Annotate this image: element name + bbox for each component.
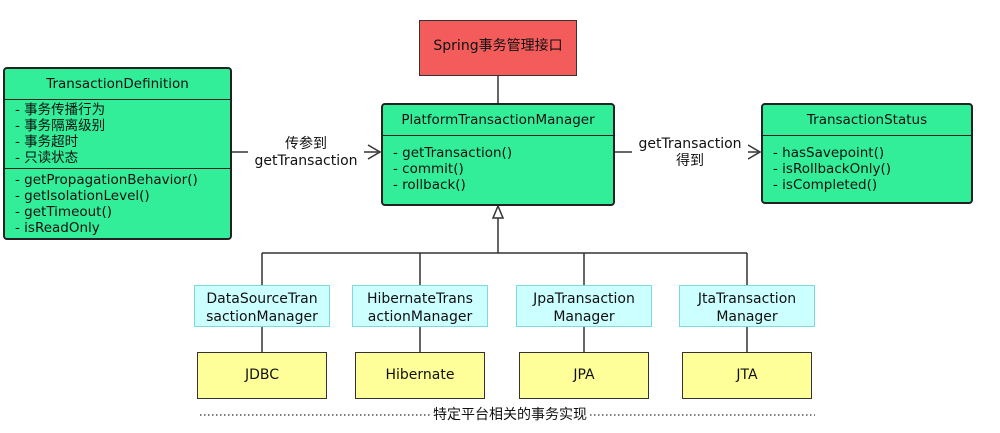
status-method: - isCompleted(): [773, 177, 878, 193]
transaction-status-title: TransactionStatus: [763, 105, 971, 136]
transaction-definition-title: TransactionDefinition: [5, 69, 230, 100]
impl-class-line1: DataSourceTran: [206, 291, 318, 307]
impl-class-line2: actionManager: [367, 309, 473, 325]
tech-box-jdbc: JDBC: [197, 352, 327, 399]
impl-class-line1: JtaTransaction: [697, 291, 797, 307]
definition-attribute: - 只读状态: [15, 150, 79, 166]
arrowhead-manager-to-status: [747, 144, 762, 160]
impl-class-jpa: JpaTransaction Manager: [516, 285, 652, 327]
spring-interface-label: Spring事务管理接口: [433, 38, 563, 54]
definition-method: - isReadOnly: [15, 220, 100, 236]
definition-attribute: - 事务传播行为: [15, 102, 106, 118]
status-method: - hasSavepoint(): [773, 145, 885, 161]
definition-attribute: - 事务超时: [15, 134, 79, 150]
status-method: - isRollbackOnly(): [773, 161, 892, 177]
manager-method: - commit(): [393, 161, 464, 177]
impl-class-hibernate: HibernateTrans actionManager: [352, 285, 488, 327]
arrow-right-label: getTransaction 得到: [632, 136, 748, 170]
impl-class-line2: sactionManager: [206, 309, 318, 325]
arrow-right-label-line2: 得到: [676, 153, 704, 169]
transaction-status-methods: - hasSavepoint() - isRollbackOnly() - is…: [773, 145, 967, 193]
impl-class-line2: Manager: [716, 309, 778, 325]
tech-label: Hibernate: [385, 367, 455, 383]
manager-method: - getTransaction(): [393, 145, 513, 161]
spring-interface-box: Spring事务管理接口: [419, 20, 577, 76]
footer-caption: 特定平台相关的事务实现: [430, 407, 590, 424]
footer-caption-text: 特定平台相关的事务实现: [433, 407, 587, 423]
arrow-left-label: 传参到 getTransaction: [248, 136, 364, 170]
tech-label: JTA: [736, 367, 758, 383]
inheritance-triangle: [491, 204, 505, 219]
tech-label: JDBC: [244, 367, 280, 383]
impl-class-jta: JtaTransaction Manager: [679, 285, 815, 327]
arrowhead-definition-to-manager: [367, 144, 382, 160]
impl-class-datasource: DataSourceTran sactionManager: [194, 285, 330, 327]
tech-box-jta: JTA: [682, 352, 812, 399]
impl-class-line2: Manager: [553, 309, 615, 325]
definition-attribute: - 事务隔离级别: [15, 118, 106, 134]
transaction-definition-class: TransactionDefinition - 事务传播行为 - 事务隔离级别 …: [3, 67, 232, 240]
transaction-definition-attributes: - 事务传播行为 - 事务隔离级别 - 事务超时 - 只读状态: [15, 102, 226, 166]
definition-method: - getTimeout(): [15, 204, 113, 220]
definition-method: - getIsolationLevel(): [15, 188, 150, 204]
arrow-right-label-line1: getTransaction: [638, 136, 742, 152]
definition-method: - getPropagationBehavior(): [15, 172, 198, 188]
platform-manager-class: PlatformTransactionManager - getTransact…: [381, 103, 615, 206]
impl-class-line1: HibernateTrans: [367, 291, 473, 307]
transaction-definition-methods: - getPropagationBehavior() - getIsolatio…: [15, 172, 226, 236]
impl-class-line1: JpaTransaction: [533, 291, 635, 307]
transaction-definition-divider: [5, 168, 230, 169]
transaction-status-class: TransactionStatus - hasSavepoint() - isR…: [761, 103, 973, 204]
tech-box-hibernate: Hibernate: [355, 352, 485, 399]
manager-method: - rollback(): [393, 177, 466, 193]
tech-label: JPA: [573, 367, 595, 383]
tech-box-jpa: JPA: [519, 352, 649, 399]
platform-manager-title: PlatformTransactionManager: [383, 105, 613, 136]
platform-manager-methods: - getTransaction() - commit() - rollback…: [393, 145, 609, 193]
arrow-left-label-line2: getTransaction: [254, 153, 358, 169]
arrow-left-label-line1: 传参到: [285, 136, 327, 152]
